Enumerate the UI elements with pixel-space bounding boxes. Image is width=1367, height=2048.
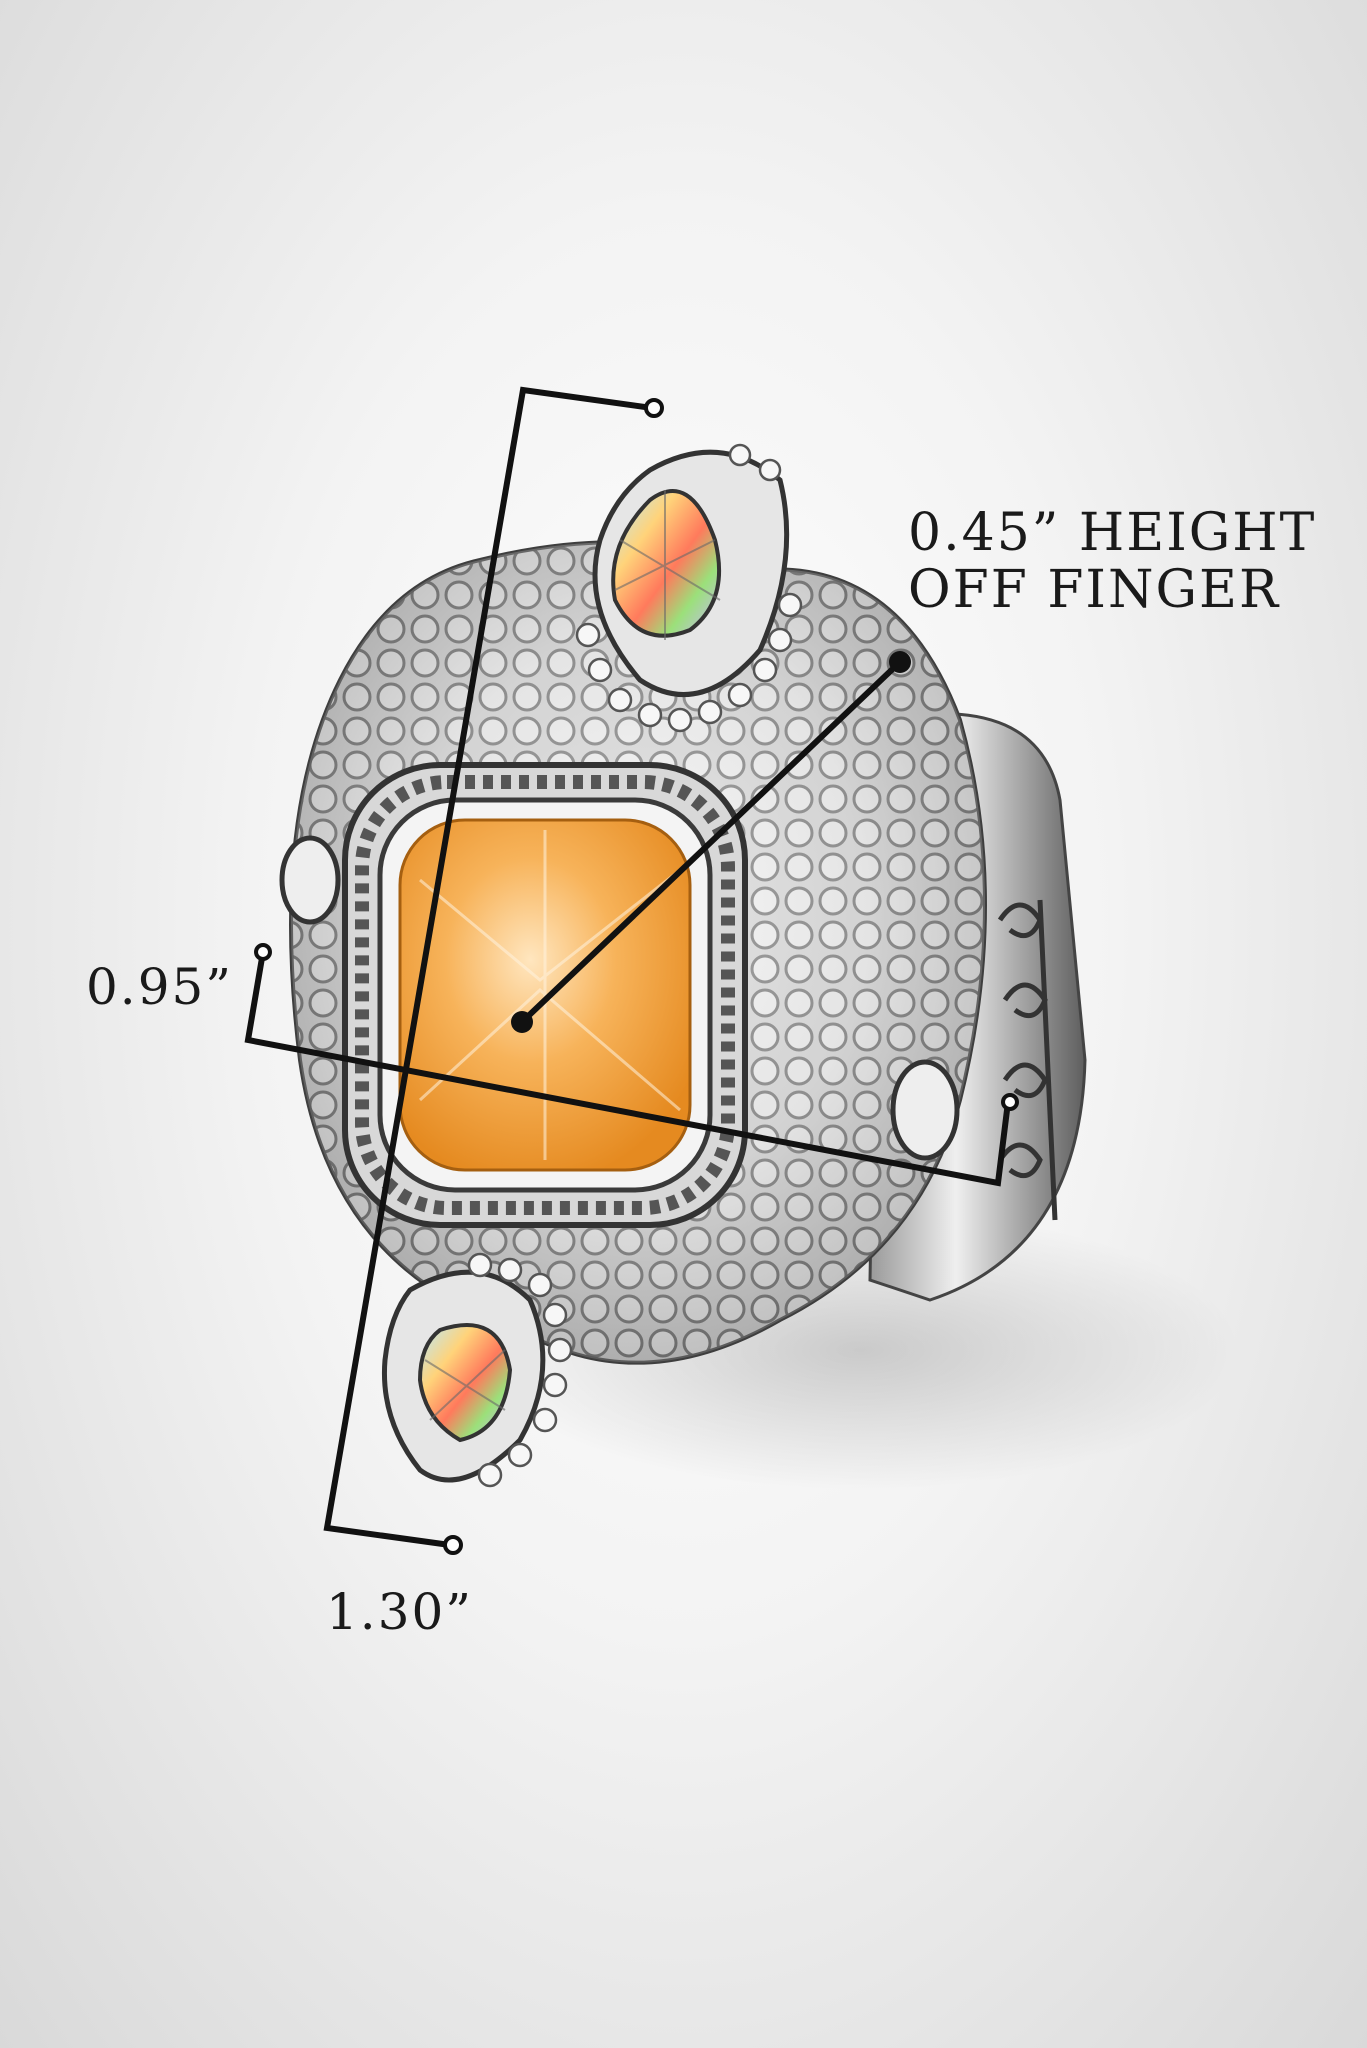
width-indicator [244,943,1019,1187]
height-end-dot-center [511,1011,533,1033]
top-pear-setting [575,443,803,733]
bottom-pear-stone [417,1323,513,1443]
bottom-pear-setting [381,1252,573,1488]
height-off-finger-label: 0.45” HEIGHT OFF FINGER [908,503,1317,621]
length-bottom-endpoint [443,1535,463,1555]
left-oval-accent [279,835,341,925]
length-label: 1.30” [326,1583,473,1641]
width-right-endpoint [1001,1093,1019,1111]
shank-scroll-pattern [997,899,1058,1221]
length-top-endpoint [644,398,664,418]
width-left-endpoint [254,943,272,961]
height-indicator [511,651,911,1033]
height-label-line1: 0.45” HEIGHT [908,503,1317,563]
height-label-line2: OFF FINGER [908,560,1281,621]
center-setting [342,762,748,1228]
right-oval-accent [890,1059,960,1161]
height-end-dot-outer [889,651,911,673]
width-label: 0.95” [86,958,233,1016]
length-indicator [323,386,664,1555]
